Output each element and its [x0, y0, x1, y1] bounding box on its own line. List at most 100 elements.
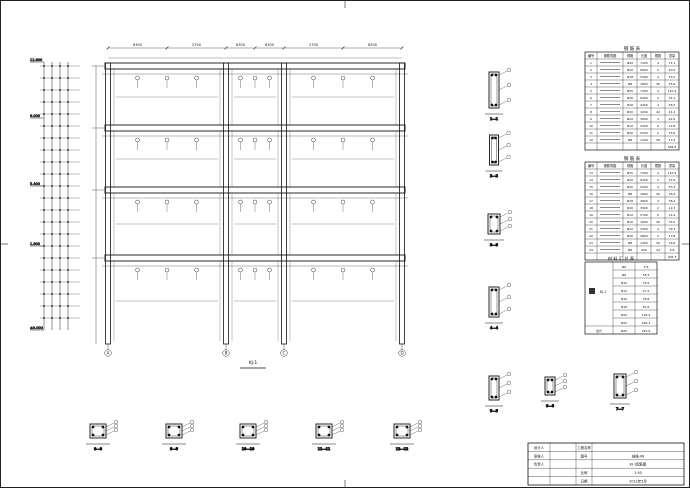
strip-node: [67, 269, 69, 271]
grid-label: C: [283, 351, 286, 356]
rebar-dot: [405, 425, 409, 429]
strip-node: [51, 173, 53, 175]
dimension-tick: [282, 46, 286, 50]
table-cell: 31.1: [669, 96, 676, 100]
strip-node: [59, 173, 61, 175]
strip-node: [51, 137, 53, 139]
strip-node: [67, 113, 69, 115]
table-header-cell: 规格: [627, 53, 634, 58]
rebar-dot: [494, 312, 498, 316]
section-label: 3—3: [490, 243, 498, 247]
title-block-cell: KJ-1配筋图: [630, 462, 647, 467]
table-cell: 4200: [640, 103, 648, 107]
grid-bubble: [222, 349, 230, 357]
strip-node: [59, 209, 61, 211]
rebar-dot: [251, 433, 255, 437]
table-cell: 405.3: [668, 255, 677, 259]
table-cell: Φ20: [621, 313, 627, 317]
table-cell: 12.8: [669, 124, 676, 128]
table-cell: 4: [657, 171, 659, 175]
title-block-cell: 结施-06: [632, 453, 644, 458]
callout-leader: [498, 297, 508, 303]
table-cell: Φ22: [627, 178, 633, 182]
callout-bubble: [114, 424, 118, 428]
table-cell: 7: [590, 103, 592, 107]
rebar-dot: [241, 433, 245, 437]
rebar-callout-bubble: [311, 267, 316, 273]
table-cell: 4.8: [670, 248, 675, 252]
rebar-callout-bubble: [164, 199, 170, 205]
table-cell: 6: [590, 96, 592, 100]
rebar-dot: [495, 229, 499, 233]
stirrup: [241, 425, 255, 437]
table-cell: Φ22: [627, 117, 633, 121]
table-cell: 4: [657, 199, 659, 203]
table-cell: 合计: [596, 328, 602, 333]
strip-node: [51, 221, 53, 223]
table-cell: 36: [656, 82, 660, 86]
table-cell: 13: [589, 171, 593, 175]
strip-node: [51, 269, 53, 271]
callout-leader: [625, 372, 635, 378]
dimension-label: 6300: [236, 43, 245, 47]
stirrup: [91, 425, 105, 437]
stirrup: [490, 377, 498, 399]
rebar-callout-bubble: [194, 267, 199, 273]
table-cell: 23: [589, 241, 593, 245]
callout-bubble: [507, 83, 511, 87]
section-detail: 12—12: [390, 420, 422, 452]
table-cell: Φ8: [628, 82, 632, 86]
strip-node: [67, 233, 69, 235]
strip-node: [51, 65, 53, 67]
table-cell: 24: [656, 248, 660, 252]
title-block-cell: 负责人: [534, 462, 545, 467]
table-cell: Φ20: [627, 234, 633, 238]
callout-bubble: [264, 424, 268, 428]
rebar-dot: [490, 288, 494, 292]
table-cell: 110.9: [668, 171, 677, 175]
rebar-callout-bubble: [164, 137, 170, 143]
table-cell: Φ16: [627, 103, 633, 107]
table-cell: 5200: [640, 131, 648, 135]
rebar-callout-bubble: [135, 75, 140, 81]
rebar-dot: [621, 393, 625, 397]
callout-bubble: [507, 295, 511, 299]
callout-leader: [498, 133, 507, 139]
callout-leader: [554, 387, 564, 393]
dimension-label: 6300: [368, 43, 377, 47]
table-cell: Φ8: [622, 273, 626, 277]
stirrup: [395, 425, 409, 437]
table-frame: [584, 261, 658, 335]
table-cell: 484.9: [668, 145, 677, 149]
table-cell: Φ6: [622, 265, 626, 269]
section-detail: 5—5: [485, 372, 511, 414]
strip-node: [43, 161, 45, 163]
elevation-label: 9.000: [30, 114, 40, 118]
section-details-right: 1—12—23—34—45—56—67—7: [484, 68, 638, 414]
rebar-dot: [317, 425, 321, 429]
rebar-dot: [317, 433, 321, 437]
strip-node: [43, 149, 45, 151]
strip-node: [51, 113, 53, 115]
section-label: 10—10: [242, 447, 254, 451]
table-cell: 1400: [640, 241, 648, 245]
table-cell: 4: [657, 75, 659, 79]
callout-bubble: [264, 420, 268, 424]
dimension-label: 2700: [192, 43, 201, 47]
callout-leader: [498, 145, 507, 151]
rebar-callout-bubble: [194, 199, 199, 205]
table-cell: 2700: [640, 213, 648, 217]
table-cell: Φ8: [628, 138, 632, 142]
table-cell: Φ20: [627, 96, 633, 100]
callout-bubble: [340, 428, 344, 432]
table-cell: Φ22: [627, 68, 633, 72]
callout-bubble: [507, 381, 511, 385]
elevation-label: 12.600: [30, 58, 42, 62]
section-outline: [488, 71, 500, 109]
stirrup: [490, 288, 498, 316]
section-label: 6—6: [546, 404, 554, 408]
strip-node: [67, 161, 69, 163]
